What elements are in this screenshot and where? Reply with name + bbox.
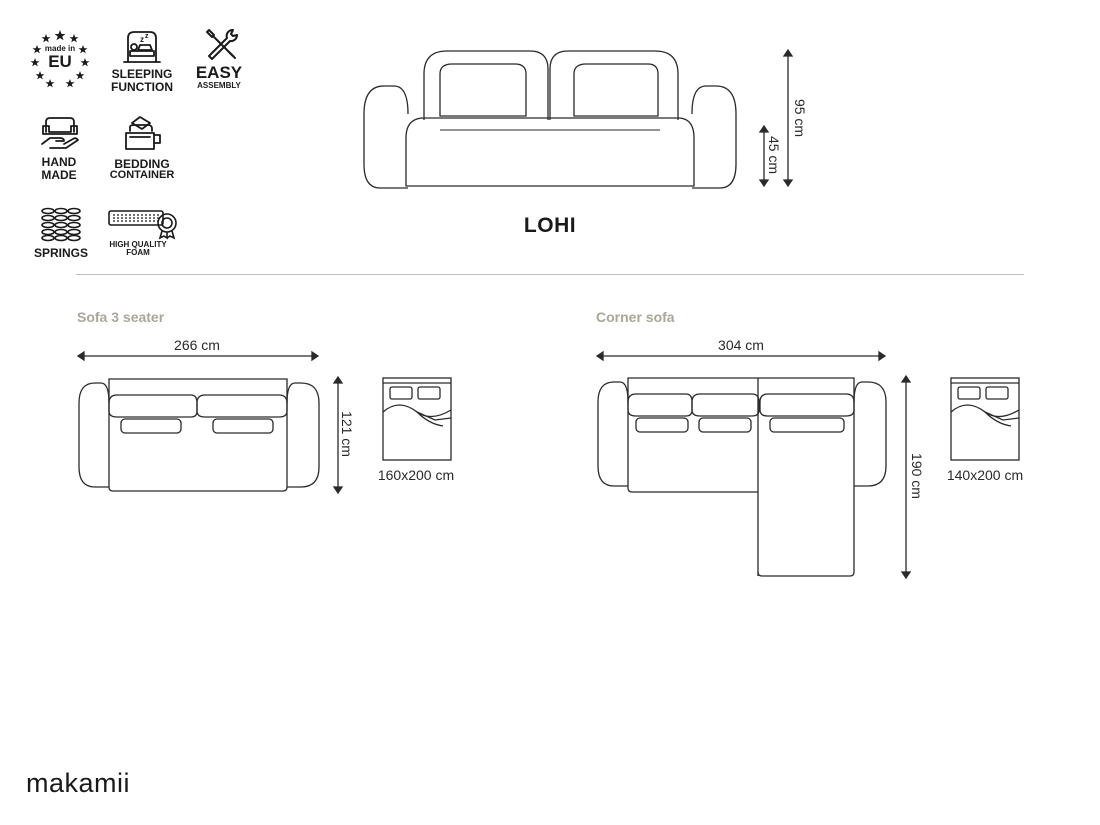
corner-sofa-depth-label: 190 cm bbox=[909, 453, 925, 499]
container-label: CONTAINER bbox=[109, 169, 175, 181]
corner-sofa-depth-arrow bbox=[900, 374, 912, 580]
sleeping-function-label: SLEEPING FUNCTION bbox=[111, 67, 173, 94]
height-dimension-arrow bbox=[782, 48, 794, 188]
corner-sofa-width-label: 304 cm bbox=[718, 337, 764, 353]
corner-sofa-top-view bbox=[597, 377, 887, 577]
assembly-label: ASSEMBLY bbox=[197, 81, 241, 90]
bedding-container-icon bbox=[125, 116, 161, 150]
product-title: LOHI bbox=[523, 214, 577, 237]
seat-height-label: 45 cm bbox=[766, 135, 782, 175]
sofa-3-seater-label: Sofa 3 seater bbox=[77, 309, 165, 325]
sofa-3-seater-width-arrow bbox=[76, 350, 320, 362]
svg-text:z: z bbox=[140, 35, 144, 44]
seat-height-dimension-arrow bbox=[758, 124, 770, 188]
brand-logo: makamii bbox=[26, 768, 131, 798]
sofa-front-view bbox=[363, 50, 737, 189]
made-in-label: made in bbox=[44, 44, 76, 53]
sofa-3-seater-depth-arrow bbox=[332, 375, 344, 495]
sofa-3-seater-bed-icon bbox=[382, 377, 452, 461]
easy-label: EASY bbox=[195, 63, 243, 82]
sofa-3-seater-depth-label: 121 cm bbox=[339, 411, 355, 457]
made-in-eu-icon bbox=[30, 30, 90, 88]
section-divider bbox=[76, 274, 1024, 275]
corner-sofa-label: Corner sofa bbox=[596, 309, 675, 325]
springs-icon bbox=[41, 207, 81, 242]
height-total-label: 95 cm bbox=[792, 98, 808, 138]
sofa-3-seater-top-view bbox=[78, 378, 320, 492]
springs-label: SPRINGS bbox=[33, 246, 88, 260]
eu-label: EU bbox=[48, 52, 72, 71]
sofa-3-seater-width-label: 266 cm bbox=[174, 337, 220, 353]
foam-badge-icon bbox=[108, 210, 177, 240]
hand-made-label: HAND MADE bbox=[41, 155, 77, 182]
sofa-3-seater-bed-size-label: 160x200 cm bbox=[377, 467, 455, 483]
sleeping-person-icon: z z bbox=[123, 31, 161, 63]
foam-label: HIGH QUALITY FOAM bbox=[109, 240, 167, 258]
tools-icon bbox=[206, 29, 239, 60]
corner-sofa-bed-size-label: 140x200 cm bbox=[946, 467, 1024, 483]
corner-sofa-bed-icon bbox=[950, 377, 1020, 461]
svg-text:z: z bbox=[145, 33, 149, 40]
hand-sofa-icon bbox=[41, 117, 79, 149]
bedding-label: BEDDING bbox=[114, 157, 170, 171]
corner-sofa-width-arrow bbox=[595, 350, 887, 362]
